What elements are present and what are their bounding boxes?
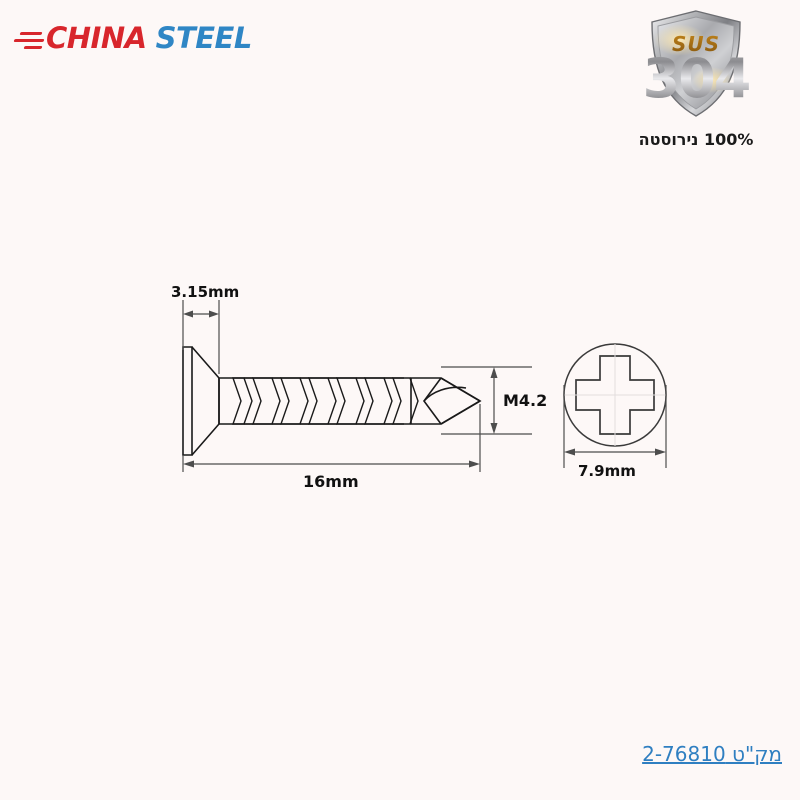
dimension-head-diameter xyxy=(563,385,667,468)
screw-drill-point xyxy=(410,377,482,425)
screw-head-top-view xyxy=(563,343,667,447)
shield-icon xyxy=(651,10,741,117)
dimension-thread-diameter xyxy=(441,366,532,435)
screw-threads xyxy=(232,377,419,425)
screw-head-side-view xyxy=(182,346,220,456)
dimension-label-head-thickness: 3.15mm xyxy=(171,283,239,301)
dimension-head-thickness xyxy=(182,300,220,374)
dimension-label-overall-length: 16mm xyxy=(303,472,359,491)
brand-name-china: CHINA xyxy=(46,21,147,55)
badge-caption: 100% נירוסטה xyxy=(638,130,754,149)
sku-link[interactable]: מק"ט 2-76810 xyxy=(642,742,782,766)
dimension-label-thread-diameter: M4.2 xyxy=(503,391,547,410)
brand-logo: CHINA STEEL xyxy=(13,18,253,58)
dimension-overall-length xyxy=(182,404,481,472)
dimension-label-head-diameter: 7.9mm xyxy=(578,462,636,480)
brand-name-steel: STEEL xyxy=(155,21,253,55)
phillips-cross-recess xyxy=(575,355,655,435)
